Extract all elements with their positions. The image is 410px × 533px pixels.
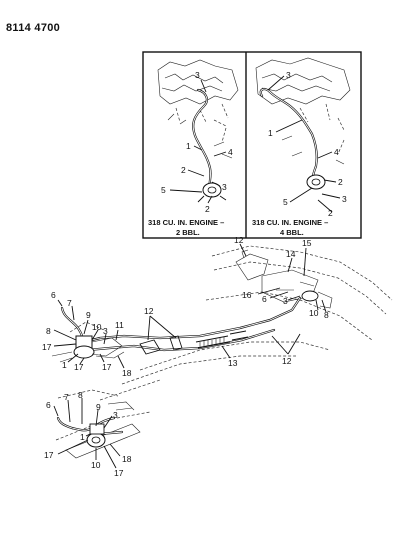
callout-l-4: 4 [228, 147, 233, 157]
callout-m-10: 10 [92, 322, 102, 332]
callout-b-1: 1 [80, 432, 85, 442]
callout-m-15: 15 [302, 238, 312, 248]
inset-right-caption-2: 4 BBL. [280, 228, 304, 237]
callout-r-2: 2 [338, 177, 343, 187]
callout-m-3: 3 [103, 326, 108, 336]
callout-b-6: 6 [46, 400, 51, 410]
callout-m-14: 14 [286, 249, 296, 259]
callout-l-1: 1 [186, 141, 191, 151]
inset-right-caption-1: 318 CU. IN. ENGINE – [252, 218, 328, 227]
callout-m-17a: 17 [42, 342, 52, 352]
callout-m-17b: 17 [74, 362, 84, 372]
callout-r-5: 5 [283, 197, 288, 207]
callout-r-3: 3 [286, 70, 291, 80]
callout-l-2b: 2 [205, 204, 210, 214]
callout-m-12c: 12 [282, 356, 292, 366]
callout-l-3: 3 [195, 70, 200, 80]
callout-b-3: 3 [113, 410, 118, 420]
callout-m-18: 18 [122, 368, 132, 378]
callout-r-1: 1 [268, 128, 273, 138]
inset-2bbl-engine [157, 59, 239, 204]
callout-l-3b: 3 [222, 182, 227, 192]
bottom-detail [53, 389, 151, 469]
callout-r-2b: 2 [328, 208, 333, 218]
callout-m-16: 16 [242, 290, 252, 300]
callout-m-13: 13 [228, 358, 238, 368]
callout-m-17c: 17 [102, 362, 112, 372]
callout-b-17b: 17 [114, 468, 124, 478]
callout-b-17: 17 [44, 450, 54, 460]
inset-4bbl-engine [255, 57, 351, 213]
callout-m-12a: 12 [234, 235, 244, 245]
callout-l-2a: 2 [181, 165, 186, 175]
callout-m-6: 6 [51, 290, 56, 300]
callout-m-11: 11 [115, 320, 124, 330]
callout-m-3b: 3 [283, 296, 288, 306]
callout-b-9: 9 [96, 402, 101, 412]
callout-b-8: 8 [78, 390, 83, 400]
callout-r-3b: 3 [342, 194, 347, 204]
callout-m-10b: 10 [309, 308, 319, 318]
callout-m-7: 7 [67, 298, 72, 308]
diagram-code: 8114 4700 [6, 22, 61, 34]
inset-frames [142, 51, 362, 239]
callout-m-6b: 6 [262, 294, 267, 304]
inset-left-caption-2: 2 BBL. [176, 228, 200, 237]
callout-m-1: 1 [62, 360, 67, 370]
callout-m-12b: 12 [144, 306, 154, 316]
inset-left-caption-1: 318 CU. IN. ENGINE – [148, 218, 224, 227]
callout-m-8b: 8 [324, 310, 329, 320]
callout-m-8: 8 [46, 326, 51, 336]
callout-b-18: 18 [122, 454, 132, 464]
main-assembly [51, 243, 393, 401]
callout-b-10: 10 [91, 460, 101, 470]
callout-b-7: 7 [64, 392, 69, 402]
callout-r-4: 4 [334, 147, 339, 157]
callout-l-5: 5 [161, 185, 166, 195]
callout-m-9: 9 [86, 310, 91, 320]
